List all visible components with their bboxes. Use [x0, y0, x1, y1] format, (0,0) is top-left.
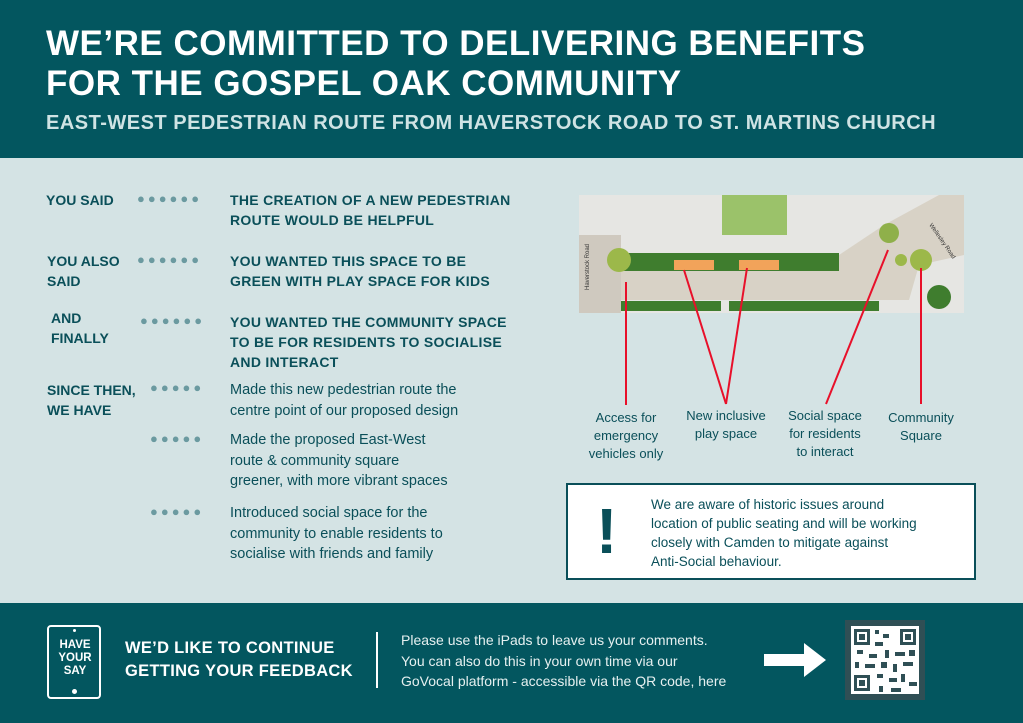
- line: for residents: [789, 426, 861, 441]
- dots-divider: ●●●●●●: [137, 252, 203, 267]
- label: YOU ALSO: [47, 253, 120, 269]
- arrow-play-space-2: [725, 267, 748, 405]
- caption-play-space: New inclusive play space: [676, 407, 776, 443]
- page-subtitle: EAST-WEST PEDESTRIAN ROUTE FROM HAVERSTO…: [46, 112, 937, 134]
- arrow-play-space-1: [683, 269, 727, 405]
- line: Access for: [595, 410, 657, 425]
- action-item: Introduced social space for the community…: [230, 503, 443, 565]
- line: play space: [694, 426, 758, 441]
- line: TO BE FOR RESIDENTS TO SOCIALISE: [230, 334, 503, 350]
- feedback-instructions: Please use the iPads to leave us your co…: [401, 630, 726, 692]
- and-finally-label: AND FINALLY: [51, 308, 109, 348]
- line: socialise with friends and family: [230, 546, 434, 562]
- you-said-label: YOU SAID: [46, 190, 114, 210]
- title-line-2: FOR THE GOSPEL OAK COMMUNITY: [46, 64, 682, 103]
- dots-divider: ●●●●●●: [140, 313, 206, 328]
- title-line-1: WE’RE COMMITTED TO DELIVERING BENEFITS: [46, 24, 866, 63]
- caption-emergency-access: Access for emergency vehicles only: [576, 409, 676, 463]
- action-item: Made the proposed East-West route & commu…: [230, 430, 448, 492]
- line: Social space: [788, 408, 862, 423]
- line: community to enable residents to: [230, 525, 443, 542]
- ipad-text: SAY: [63, 665, 87, 677]
- line: Introduced social space for the: [230, 505, 428, 521]
- line: THE CREATION OF A NEW PEDESTRIAN: [230, 192, 511, 208]
- label: AND: [51, 310, 82, 326]
- action-item: Made this new pedestrian route the centre…: [230, 380, 458, 421]
- ipad-text: HAVE: [59, 639, 91, 651]
- notice-text: We are aware of historic issues around lo…: [651, 495, 966, 571]
- since-then-label: SINCE THEN, WE HAVE: [47, 380, 136, 420]
- dots-divider: ●●●●●: [150, 380, 205, 395]
- exclamation-icon: !: [596, 495, 618, 567]
- you-said-text: THE CREATION OF A NEW PEDESTRIAN ROUTE WO…: [230, 190, 511, 230]
- dots-divider: ●●●●●: [150, 504, 205, 519]
- line: Made this new pedestrian route the: [230, 382, 457, 398]
- qr-code[interactable]: [845, 620, 925, 700]
- label: SINCE THEN,: [47, 382, 136, 398]
- line: New inclusive: [686, 408, 766, 423]
- line: centre point of our proposed design: [230, 402, 459, 419]
- divider: [376, 632, 378, 688]
- dots-divider: ●●●●●: [150, 431, 205, 446]
- notice-box: ! We are aware of historic issues around…: [566, 483, 976, 580]
- line: route & community square: [230, 452, 400, 469]
- line: AND INTERACT: [230, 354, 339, 370]
- ipad-text: YOUR: [58, 652, 92, 664]
- line: to interact: [796, 444, 854, 459]
- caption-social-space: Social space for residents to interact: [775, 407, 875, 461]
- line: ROUTE WOULD BE HELPFUL: [230, 212, 435, 228]
- line: Anti-Social behaviour.: [651, 554, 782, 569]
- line: You can also do this in your own time vi…: [401, 652, 678, 669]
- line: emergency: [593, 428, 659, 443]
- feedback-heading: WE’D LIKE TO CONTINUE GETTING YOUR FEEDBA…: [125, 637, 353, 683]
- line: location of public seating and will be w…: [651, 516, 917, 531]
- you-also-said-text: YOU WANTED THIS SPACE TO BE GREEN WITH PL…: [230, 251, 490, 291]
- line: vehicles only: [588, 446, 664, 461]
- line: Made the proposed East-West: [230, 432, 426, 448]
- label: FINALLY: [51, 330, 109, 346]
- line: YOU WANTED THE COMMUNITY SPACE: [230, 314, 507, 330]
- road-label-haverstock: Haverstock Road: [585, 244, 591, 290]
- line: WE’D LIKE TO CONTINUE: [125, 639, 335, 657]
- line: YOU WANTED THIS SPACE TO BE: [230, 253, 467, 269]
- dots-divider: ●●●●●●: [137, 191, 203, 206]
- label: WE HAVE: [47, 402, 112, 418]
- arrow-right-icon: [764, 643, 826, 677]
- line: Please use the iPads to leave us your co…: [401, 632, 708, 648]
- arrow-social-space: [825, 249, 889, 405]
- line: We are aware of historic issues around: [651, 497, 885, 512]
- label: SAID: [47, 273, 81, 289]
- label: YOU SAID: [46, 192, 114, 208]
- and-finally-text: YOU WANTED THE COMMUNITY SPACE TO BE FOR …: [230, 312, 507, 372]
- line: GoVocal platform - accessible via the QR…: [401, 673, 727, 689]
- line: Community: [888, 410, 954, 425]
- line: greener, with more vibrant spaces: [230, 473, 448, 489]
- line: GREEN WITH PLAY SPACE FOR KIDS: [230, 273, 490, 289]
- line: closely with Camden to mitigate against: [651, 535, 889, 550]
- you-also-said-label: YOU ALSO SAID: [47, 251, 120, 291]
- line: GETTING YOUR FEEDBACK: [125, 662, 353, 680]
- line: Square: [900, 428, 942, 443]
